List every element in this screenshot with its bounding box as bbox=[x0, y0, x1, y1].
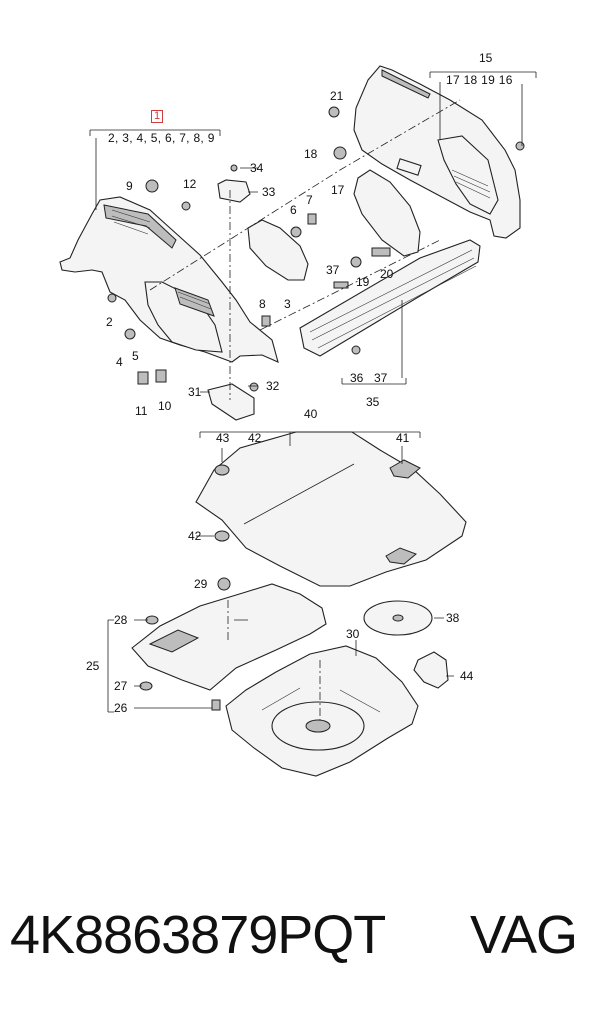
cover-3 bbox=[247, 219, 309, 281]
bracket-33 bbox=[217, 179, 251, 203]
right-side-trim-panel bbox=[353, 65, 521, 239]
callout-3: 3 bbox=[284, 297, 291, 311]
callout-18: 18 bbox=[304, 147, 318, 161]
callout-41: 41 bbox=[396, 431, 410, 445]
callout-6: 6 bbox=[290, 203, 297, 217]
callout-8: 8 bbox=[259, 297, 266, 311]
callout-25: 25 bbox=[86, 659, 100, 673]
bracket-31 bbox=[207, 383, 255, 421]
callout-5: 5 bbox=[132, 349, 139, 363]
spare-wheel-well-30 bbox=[225, 645, 419, 777]
callout-20: 20 bbox=[380, 267, 394, 281]
cover-panel-17 bbox=[353, 169, 421, 257]
callout-1: 1 bbox=[151, 110, 164, 123]
callout-15-list: 17 18 19 16 bbox=[446, 73, 513, 87]
luggage-floor-cover bbox=[195, 431, 467, 587]
washer-42 bbox=[214, 530, 230, 542]
callout-27: 27 bbox=[114, 679, 128, 693]
callout-12: 12 bbox=[183, 177, 197, 191]
callout-21: 21 bbox=[330, 89, 344, 103]
callout-7: 7 bbox=[306, 193, 313, 207]
callout-33: 33 bbox=[262, 185, 276, 199]
callout-1-list: 2, 3, 4, 5, 6, 7, 8, 9 bbox=[108, 131, 215, 145]
callout-26: 26 bbox=[114, 701, 128, 715]
callout-15: 15 bbox=[479, 51, 493, 65]
exploded-parts-diagram bbox=[59, 65, 537, 777]
brand-caption: VAG bbox=[470, 905, 578, 965]
callout-17: 17 bbox=[331, 183, 345, 197]
left-side-trim-panel bbox=[59, 196, 279, 363]
callout-32: 32 bbox=[266, 379, 280, 393]
callout-29: 29 bbox=[194, 577, 208, 591]
callout-31: 31 bbox=[188, 385, 202, 399]
callout-44: 44 bbox=[460, 669, 474, 683]
washer-43 bbox=[214, 464, 230, 476]
callout-10: 10 bbox=[158, 399, 172, 413]
callout-35: 35 bbox=[366, 395, 380, 409]
callout-34: 34 bbox=[250, 161, 264, 175]
callout-28: 28 bbox=[114, 613, 128, 627]
part-number-caption: 4K8863879PQT bbox=[10, 905, 386, 965]
callout-37-upper: 37 bbox=[326, 263, 340, 277]
callout-19: 19 bbox=[356, 275, 370, 289]
floor-panel-25 bbox=[131, 583, 327, 691]
callout-38: 38 bbox=[446, 611, 460, 625]
callout-42-top: 42 bbox=[248, 431, 262, 445]
loading-sill-trim bbox=[299, 239, 481, 357]
callout-11: 11 bbox=[135, 404, 148, 418]
callout-9: 9 bbox=[126, 179, 133, 193]
callout-4: 4 bbox=[116, 355, 123, 369]
callout-42-side: 42 bbox=[188, 529, 202, 543]
callout-43: 43 bbox=[216, 431, 230, 445]
leader-lines bbox=[89, 71, 537, 713]
bracket-44 bbox=[413, 651, 449, 689]
callout-36: 36 bbox=[350, 371, 364, 385]
assembly-lines bbox=[149, 99, 461, 720]
callout-30: 30 bbox=[346, 627, 360, 641]
callout-2: 2 bbox=[106, 315, 113, 329]
callout-40: 40 bbox=[304, 407, 318, 421]
callout-37-lower: 37 bbox=[374, 371, 388, 385]
